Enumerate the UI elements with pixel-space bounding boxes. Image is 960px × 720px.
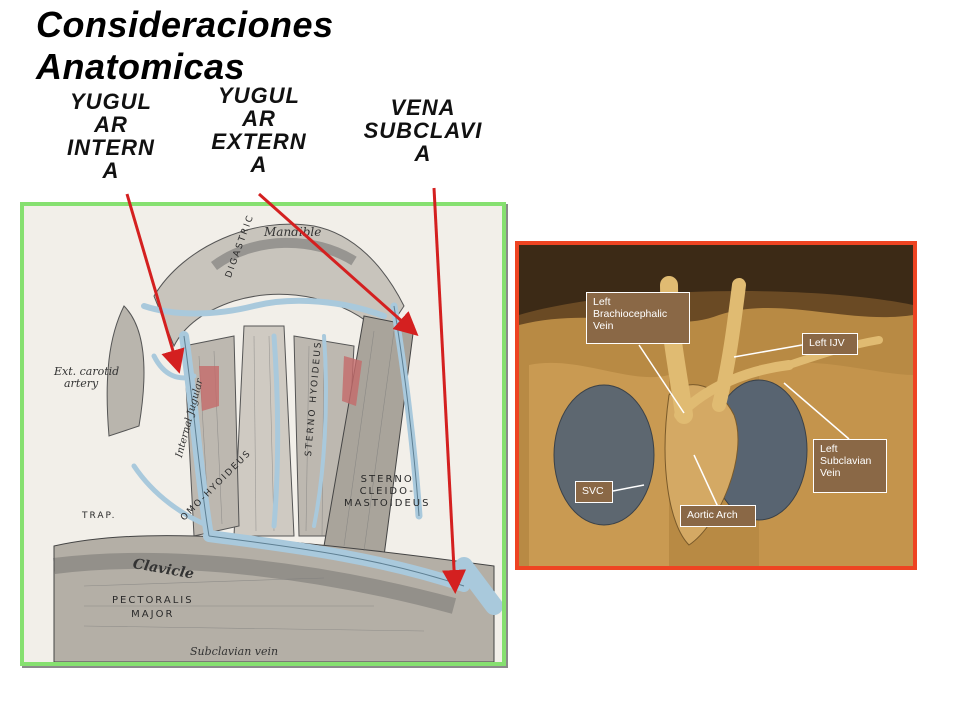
caption-svc: SVC (575, 481, 613, 503)
label-line: SUBCLAVI (363, 118, 483, 143)
engraving-line: CLEIDO- (359, 486, 415, 497)
caption-line: Vein (593, 320, 614, 332)
label-line: A (102, 158, 120, 183)
engraving-label: PECTORALIS MAJOR (112, 594, 194, 622)
label-internal-jugular: YUGUL AR INTERN A (55, 90, 167, 182)
caption-left-ijv: Left IJV (802, 333, 858, 355)
label-external-jugular: YUGUL AR EXTERN A (198, 84, 320, 176)
caption-aortic-arch: Aortic Arch (680, 505, 756, 527)
caption-left-brachiocephalic: Left Brachiocephalic Vein (586, 292, 690, 344)
caption-line: Brachiocephalic (593, 308, 668, 320)
engraving-line: MASTOIDEUS (344, 498, 431, 509)
caption-line: Vein (820, 467, 841, 479)
engraving-label: TRAP. (82, 511, 117, 521)
engraving-label: Subclavian vein (190, 645, 279, 658)
caption-line: Left (593, 296, 611, 308)
engraving-line: PECTORALIS (112, 595, 194, 606)
caption-line: Subclavian (820, 455, 872, 467)
label-line: EXTERN (211, 129, 307, 154)
label-line: INTERN (67, 135, 155, 160)
cadaver-photo-panel: Left Brachiocephalic Vein Left IJV Left … (515, 241, 917, 570)
label-line: YUGUL (218, 83, 300, 108)
label-subclavian-vein: VENA SUBCLAVI A (350, 96, 496, 165)
label-line: YUGUL (70, 89, 152, 114)
engraving-label: Mandible (264, 225, 322, 239)
label-line: A (414, 141, 432, 166)
engraving-label: STERNO CLEIDO- MASTOIDEUS (344, 474, 430, 510)
engraving-line: Ext. carotid (54, 365, 120, 378)
neck-engraving (24, 206, 502, 662)
engraving-line: STERNO (360, 474, 414, 485)
engraving-line: artery (64, 377, 99, 390)
caption-line: Left (820, 443, 838, 455)
caption-left-subclavian: Left Subclavian Vein (813, 439, 887, 493)
label-line: AR (94, 112, 128, 137)
slide-title: Consideraciones Anatomicas (36, 4, 334, 87)
label-line: AR (242, 106, 276, 131)
neck-engraving-panel: Mandible Ext. carotid artery DIGASTRIC I… (20, 202, 506, 666)
engraving-label: Ext. carotid artery (54, 366, 119, 390)
label-line: VENA (390, 95, 456, 120)
engraving-line: MAJOR (131, 609, 175, 620)
label-line: A (250, 152, 268, 177)
